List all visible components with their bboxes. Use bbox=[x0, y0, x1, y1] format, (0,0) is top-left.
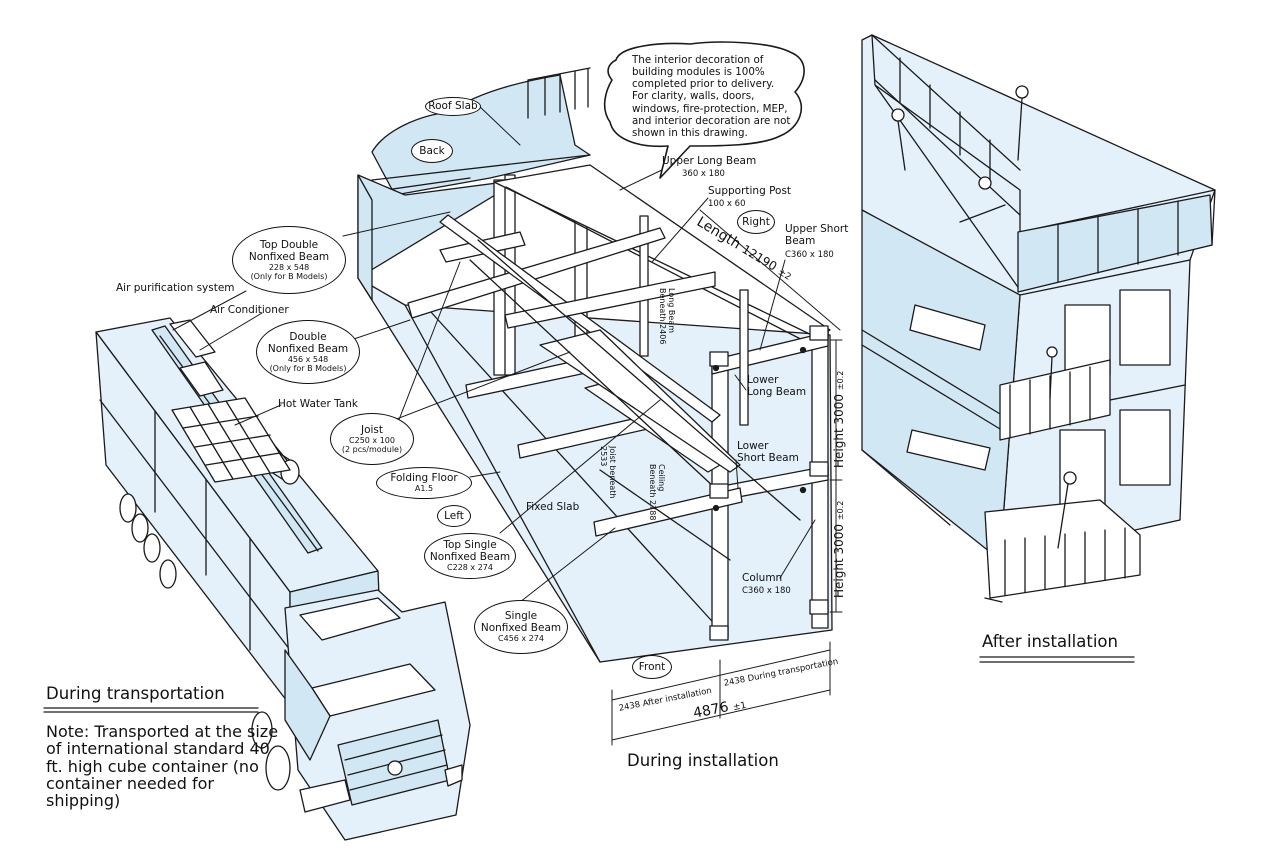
lower-short-beam-line1: Lower bbox=[737, 440, 769, 452]
back-label: Back bbox=[419, 144, 445, 157]
label-hot-water-tank: Hot Water Tank bbox=[278, 398, 358, 410]
height-lower-value: 3000 bbox=[832, 523, 846, 555]
oval-roof-slab: Roof Slab bbox=[425, 97, 481, 116]
single-name2: Nonfixed Beam bbox=[480, 622, 562, 635]
top-single-size: C228 x 274 bbox=[447, 563, 493, 573]
truck-illustration bbox=[95, 317, 471, 841]
double-size: 456 x 548 bbox=[287, 354, 329, 364]
upper-long-beam-text: Upper Long Beam bbox=[662, 155, 757, 167]
oval-single-nonfixed-beam: Single Nonfixed Beam C456 x 274 bbox=[474, 600, 568, 654]
upper-short-beam-line1: Upper Short bbox=[785, 223, 849, 235]
label-air-conditioner: Air Conditioner bbox=[210, 304, 289, 316]
oval-left: Left bbox=[437, 505, 471, 527]
double-name1: Double bbox=[289, 330, 327, 343]
callout-bubble: The interior decoration of building modu… bbox=[606, 43, 804, 149]
top-double-note: (Only for B Models) bbox=[250, 272, 328, 282]
title-during-installation: During installation bbox=[627, 751, 779, 770]
dimension-height-lower: Height 3000 ±0.2 bbox=[832, 501, 846, 598]
front-label: Front bbox=[638, 660, 666, 673]
single-name1: Single bbox=[504, 610, 538, 623]
height-lower-tol: ±0.2 bbox=[836, 500, 845, 521]
transport-note: Note: Transported at the size of interna… bbox=[46, 722, 279, 811]
joist-note: (2 pcs/module) bbox=[341, 445, 403, 455]
height-lower-label: Height bbox=[832, 558, 846, 598]
building-illustration bbox=[861, 34, 1216, 603]
label-long-beam-beneath: Long Beam Beneath 2406 bbox=[658, 288, 676, 345]
top-single-name1: Top Single bbox=[443, 539, 497, 552]
callout-text: The interior decoration of building modu… bbox=[632, 54, 791, 139]
lower-short-beam-line2: Short Beam bbox=[737, 452, 799, 465]
title-after-installation: After installation bbox=[982, 632, 1118, 651]
module-illustration-center bbox=[357, 67, 843, 746]
top-double-name2: Nonfixed Beam bbox=[248, 250, 330, 263]
label-air-purification: Air purification system bbox=[116, 282, 235, 294]
oval-top-single-nonfixed-beam: Top Single Nonfixed Beam C228 x 274 bbox=[424, 533, 516, 579]
title-during-transportation: During transportation bbox=[46, 684, 225, 703]
double-note: (Only for B Models) bbox=[269, 364, 347, 374]
folding-floor-size: A1.5 bbox=[414, 484, 434, 494]
top-single-name2: Nonfixed Beam bbox=[429, 551, 511, 564]
dimension-height-upper: Height 3000 ±0.2 bbox=[832, 371, 846, 468]
joist-name: Joist bbox=[360, 423, 384, 436]
label-ceiling-beneath: Ceiling Beneath 2788 bbox=[648, 464, 666, 521]
column-text: Column bbox=[742, 572, 783, 584]
roof-slab-label: Roof Slab bbox=[428, 100, 478, 113]
supporting-post-size: 100 x 60 bbox=[708, 199, 746, 210]
height-upper-value: 3000 bbox=[832, 393, 846, 425]
width-total-tol: ±1 bbox=[732, 700, 748, 714]
double-name2: Nonfixed Beam bbox=[267, 342, 349, 355]
label-supporting-post: Supporting Post 100 x 60 bbox=[708, 185, 791, 210]
oval-top-double-nonfixed-beam: Top Double Nonfixed Beam 228 x 548 (Only… bbox=[232, 226, 346, 294]
joist-size: C250 x 100 bbox=[349, 435, 395, 445]
top-double-size: 228 x 548 bbox=[268, 262, 310, 272]
left-label: Left bbox=[444, 509, 464, 522]
label-fixed-slab: Fixed Slab bbox=[526, 501, 580, 513]
oval-joist: Joist C250 x 100 (2 pcs/module) bbox=[330, 413, 414, 465]
upper-long-beam-size: 360 x 180 bbox=[682, 169, 725, 180]
upper-short-beam-size: C360 x 180 bbox=[785, 249, 834, 260]
top-double-name1: Top Double bbox=[259, 238, 319, 251]
column-size: C360 x 180 bbox=[742, 586, 791, 597]
upper-short-beam-line2: Beam bbox=[785, 235, 816, 248]
oval-folding-floor: Folding Floor A1.5 bbox=[376, 467, 472, 499]
oval-front: Front bbox=[632, 655, 672, 679]
label-upper-long-beam: Upper Long Beam 360 x 180 bbox=[662, 155, 756, 180]
folding-floor-name: Folding Floor bbox=[390, 472, 458, 485]
height-upper-label: Height bbox=[832, 428, 846, 468]
oval-right: Right bbox=[737, 210, 775, 234]
oval-back: Back bbox=[411, 139, 453, 163]
lower-long-beam-line2: Long Beam bbox=[747, 386, 807, 399]
right-label: Right bbox=[742, 215, 770, 228]
oval-double-nonfixed-beam: Double Nonfixed Beam 456 x 548 (Only for… bbox=[256, 320, 360, 384]
single-size: C456 x 274 bbox=[498, 634, 544, 644]
height-upper-tol: ±0.2 bbox=[836, 370, 845, 391]
lower-long-beam-line1: Lower bbox=[747, 374, 779, 386]
label-joist-beneath: Joist beneath 2533 bbox=[599, 446, 617, 499]
supporting-post-text: Supporting Post bbox=[708, 185, 792, 197]
